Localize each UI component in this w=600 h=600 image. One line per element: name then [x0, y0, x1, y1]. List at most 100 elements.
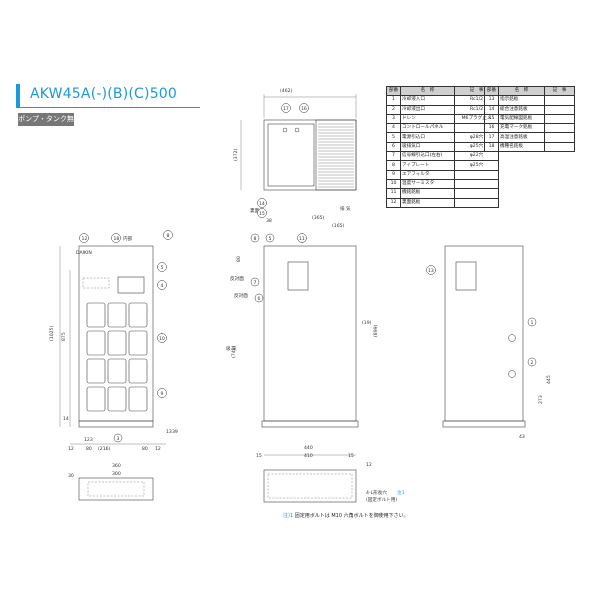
callout-12-label: 12 — [82, 236, 88, 242]
table-cell — [454, 188, 499, 199]
callout-11 — [297, 233, 307, 243]
table-header-cell: 部番 — [484, 85, 499, 97]
table-cell: コントロールパネル — [400, 123, 455, 134]
callout-5 — [265, 233, 275, 243]
footnote-prefix: 注)1 — [283, 513, 294, 519]
filter-cell — [107, 302, 127, 328]
label-exhaust: 排 気 — [340, 205, 351, 212]
table-cell: ドレン — [400, 113, 455, 125]
table-cell: 総合注意銘板 — [498, 104, 545, 115]
top-view-fin-block — [315, 119, 357, 191]
callout-8 — [250, 233, 260, 243]
filter-cell — [86, 386, 106, 412]
dim-30: 30 — [68, 473, 74, 479]
base-views: 360 300 30 15 410 15 12 4-L形長穴 注1 (固定ボルト… — [68, 453, 405, 503]
table-cell: 9 — [386, 169, 401, 180]
callout-1 — [527, 317, 537, 327]
table-cell: 2 — [386, 104, 401, 115]
dim-80a: 80 — [86, 446, 92, 452]
table-cell: 冷却液出口 — [400, 104, 455, 115]
table-cell: 電源引込口 — [400, 132, 455, 143]
dim-1025: (1025) — [49, 326, 55, 341]
table-cell — [454, 178, 499, 190]
table-cell: 電気配線図銘板 — [498, 113, 545, 125]
right-base — [442, 420, 526, 428]
table-cell: 12 — [386, 197, 401, 208]
port-16 — [294, 127, 300, 133]
dim-14: 14 — [63, 416, 69, 422]
front-base-plan — [78, 477, 154, 501]
dim-19: (19) — [362, 320, 372, 326]
bolt-note-ref: 注1 — [397, 489, 405, 496]
top-view-outline — [263, 119, 357, 191]
table-cell — [454, 169, 499, 180]
callout-12 — [79, 233, 89, 243]
callout-13 — [426, 265, 436, 275]
table-cell — [544, 123, 575, 134]
table-cell — [544, 113, 575, 125]
title-block: AKW45A(-)(B)(C)500 — [16, 84, 202, 108]
table-cell: 15 — [484, 113, 499, 125]
top-view: (462) (372) — [233, 88, 357, 191]
table-cell: 指示銘板 — [498, 95, 545, 106]
table-cell: φ22穴 — [454, 151, 499, 162]
table-header-cell: 部番 — [386, 85, 401, 97]
table-header-cell: 名 称 — [400, 85, 455, 97]
label-inside: 内部 — [123, 235, 133, 242]
label-back: 裏面 — [250, 207, 260, 214]
inlet-port — [508, 334, 516, 342]
dim-13: 13 — [166, 429, 172, 435]
dim-165: (165) — [332, 223, 345, 229]
footnote-text: 固定用ボルトは M10 六角ボルトを御使用下さい。 — [294, 513, 409, 519]
callout-1-label: 1 — [531, 320, 534, 326]
dim-875: 875 — [61, 332, 67, 341]
dim-300: 300 — [112, 471, 121, 477]
variant-badge: ポンプ・タンク無 — [18, 113, 74, 126]
table-cell: 温度サーミスタ — [400, 178, 455, 190]
parts-table-left-header: 部番名 称記 事 — [386, 85, 499, 97]
callout-5-label: 5 — [269, 236, 272, 242]
dim-12a: 12 — [68, 446, 74, 452]
inner-label-box — [82, 277, 110, 289]
table-cell: 高温注意銘板 — [498, 132, 545, 143]
table-cell: 4 — [386, 123, 401, 134]
dim-15b: 15 — [348, 453, 354, 459]
table-cell: 7 — [386, 151, 401, 162]
outlet-port — [508, 370, 516, 378]
callout-16 — [299, 103, 309, 113]
dim-38: 38 — [266, 218, 272, 224]
callout-14 — [257, 198, 267, 208]
callout-3-label: 3 — [117, 436, 120, 442]
table-cell: 17 — [484, 132, 499, 143]
table-header-cell: 名 称 — [498, 85, 545, 97]
dim-410: 410 — [304, 453, 313, 459]
table-header-cell: 記 事 — [544, 85, 575, 97]
callout-4-label: 4 — [161, 283, 164, 289]
label-intake: 吸 気 — [226, 345, 237, 352]
table-cell: 3 — [386, 113, 401, 125]
table-cell: 充電マーク銘板 — [498, 123, 545, 134]
table-cell: 機銘銘板 — [400, 188, 455, 199]
dim-15a: 15 — [256, 453, 262, 459]
table-cell: 吸排気口 — [400, 141, 455, 153]
callout-6-label: 6 — [258, 296, 261, 302]
callout-11-label: 11 — [299, 236, 305, 242]
table-cell — [544, 104, 575, 115]
dim-440: 440 — [304, 445, 313, 451]
bolt-hole-label: 4-L形長穴 — [366, 489, 387, 496]
table-cell: 18 — [484, 141, 499, 153]
callout-7 — [250, 277, 260, 287]
right-view-outline — [444, 245, 524, 422]
table-cell: 機種名銘板 — [498, 141, 545, 153]
callout-8-front-label: 8 — [167, 233, 170, 239]
callout-18-label: 18 — [114, 236, 120, 242]
